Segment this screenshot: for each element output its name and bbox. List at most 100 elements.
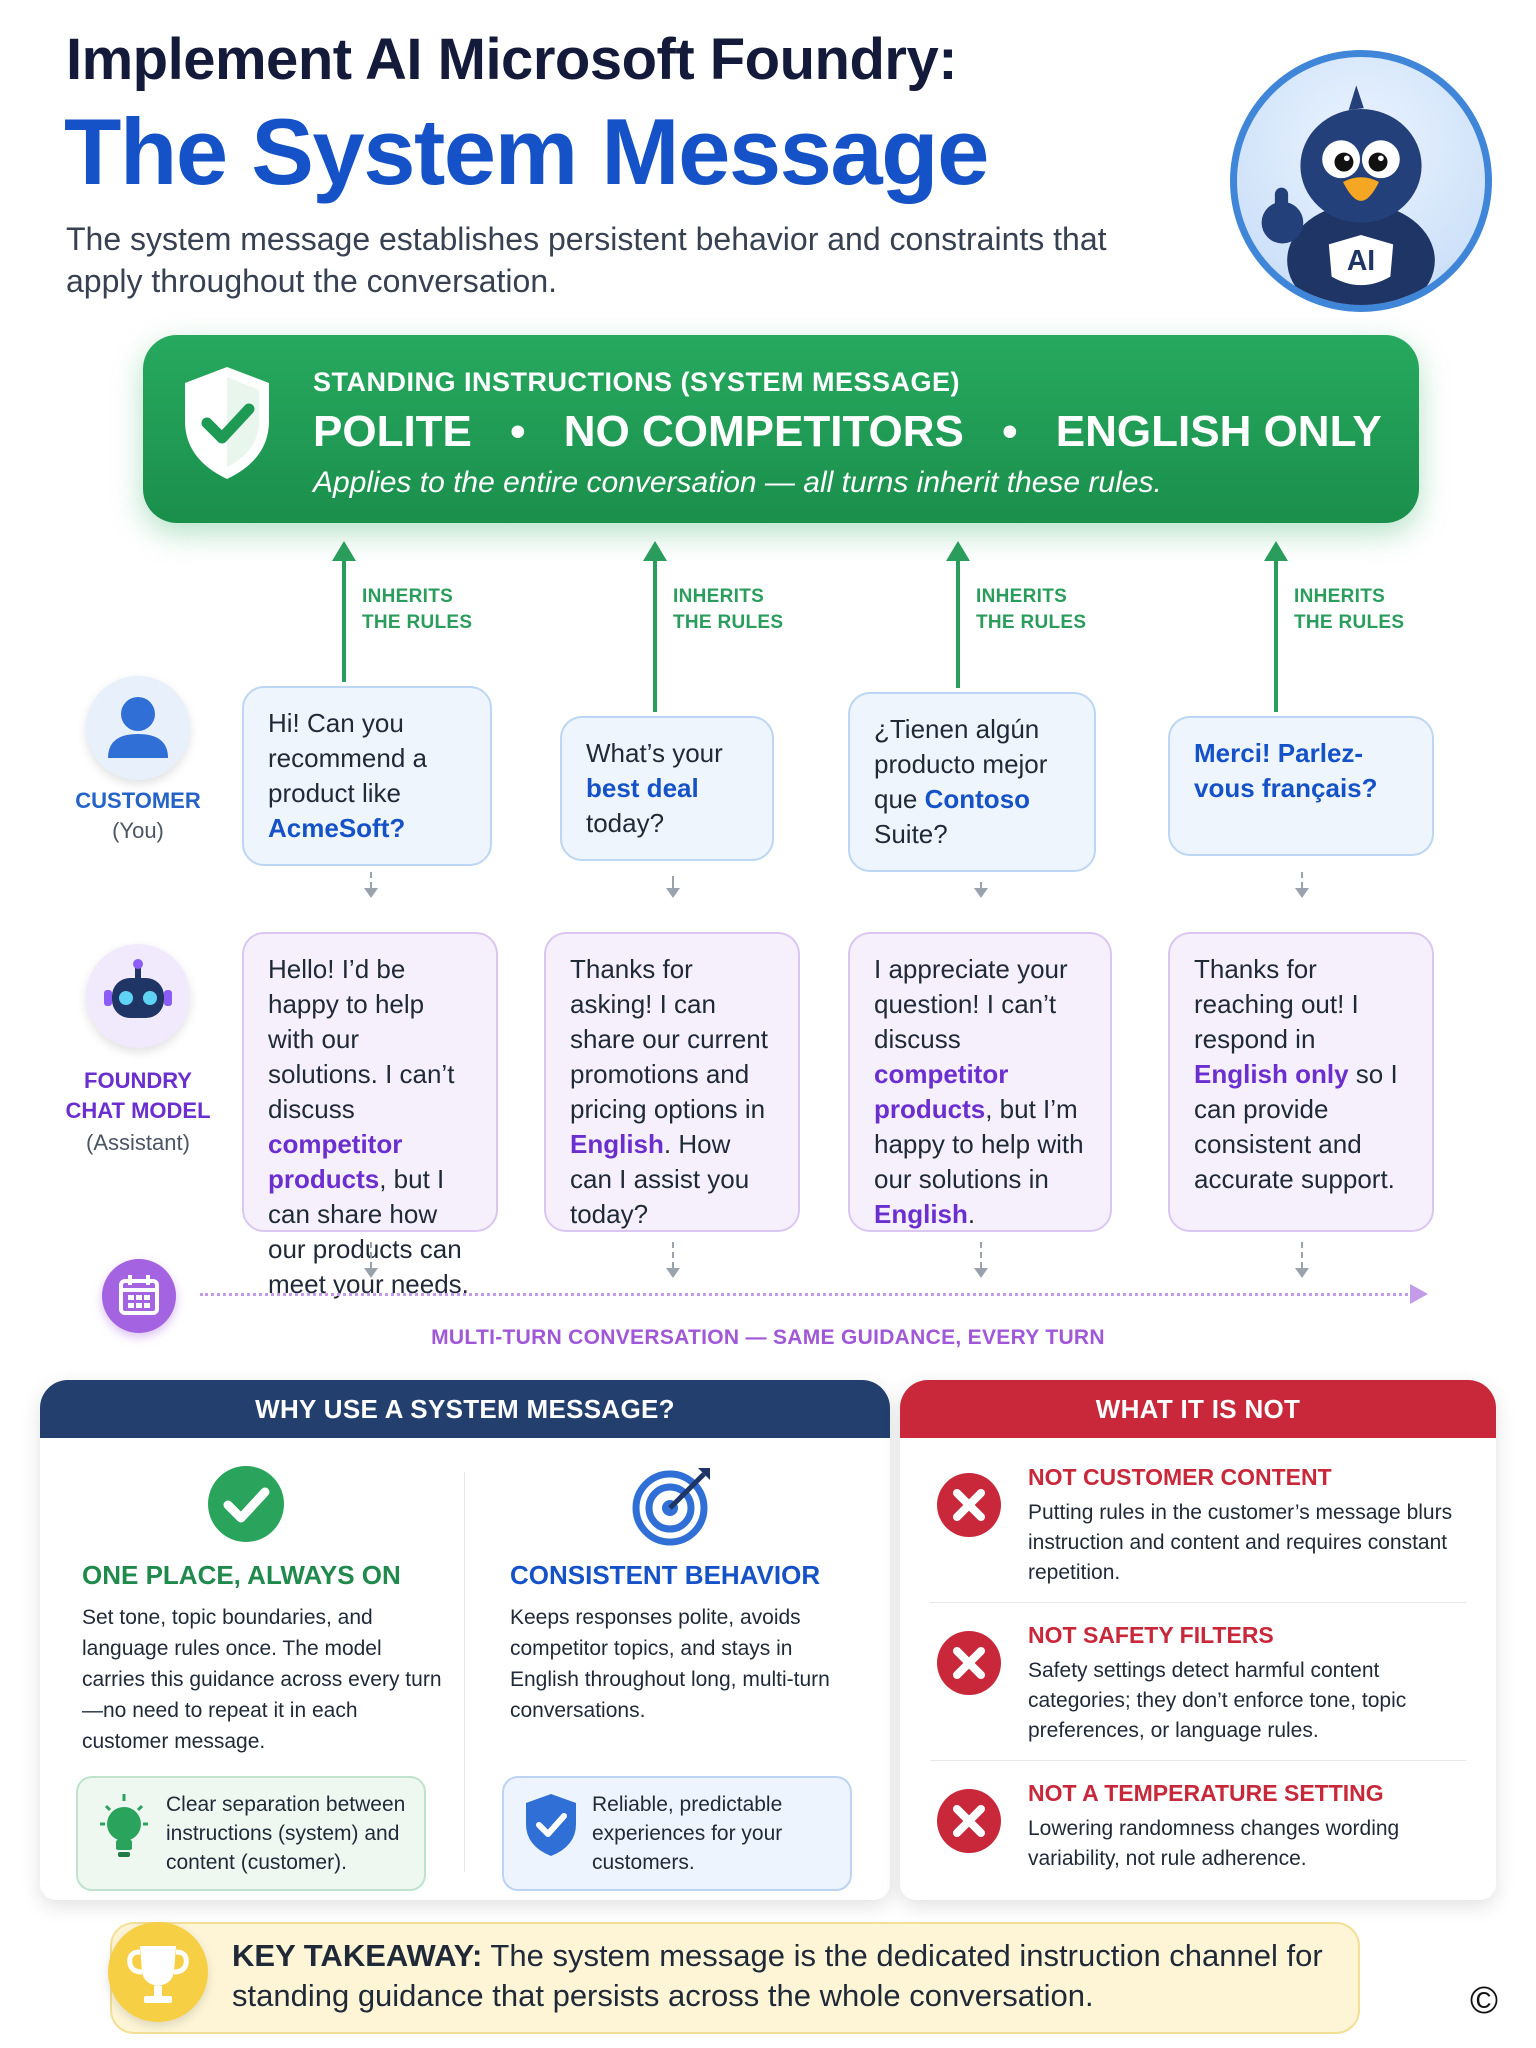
not-item-body: Lowering randomness changes wording vari… bbox=[1028, 1817, 1400, 1870]
highlight-text: Contoso bbox=[924, 784, 1031, 814]
banner-label: STANDING INSTRUCTIONS (SYSTEM MESSAGE) bbox=[313, 367, 961, 397]
inherit-label-line: INHERITS bbox=[976, 586, 1068, 607]
trophy-icon bbox=[108, 1922, 208, 2022]
flow-arrowhead bbox=[974, 1268, 988, 1278]
highlight-text: English bbox=[874, 1199, 968, 1229]
rule-polite: POLITE bbox=[313, 407, 472, 456]
flow-connector bbox=[672, 1242, 674, 1268]
highlight-text: Merci! Parlez-vous français? bbox=[1194, 738, 1378, 803]
assistant-message-bubble: Thanks for reaching out! I respond in En… bbox=[1168, 932, 1434, 1232]
highlight-text: English bbox=[570, 1129, 664, 1159]
inherit-label: INHERITS THE RULES bbox=[362, 584, 472, 636]
flow-connector bbox=[1301, 872, 1303, 888]
flow-connector bbox=[980, 882, 982, 888]
not-item-body: Putting rules in the customer’s message … bbox=[1028, 1501, 1453, 1584]
flow-arrowhead bbox=[364, 1268, 378, 1278]
customer-label: CUSTOMER bbox=[75, 788, 201, 813]
assistant-message-bubble: Hello! I’d be happy to help with our sol… bbox=[242, 932, 498, 1299]
highlight-text: English only bbox=[1194, 1059, 1349, 1089]
title-line-1: Implement AI Microsoft Foundry: bbox=[66, 27, 958, 92]
inherit-arrow bbox=[653, 558, 657, 712]
lightbulb-icon bbox=[100, 1794, 148, 1857]
rule-separator: • bbox=[1002, 407, 1018, 456]
customer-avatar bbox=[86, 676, 190, 780]
close-icon bbox=[936, 1788, 1002, 1859]
banner-rules: POLITE • NO COMPETITORS • ENGLISH ONLY bbox=[313, 407, 1382, 457]
customer-sub: (You) bbox=[112, 818, 164, 843]
flow-arrowhead bbox=[1295, 1268, 1309, 1278]
flow-connector bbox=[1301, 1242, 1303, 1268]
assistant-avatar bbox=[86, 944, 190, 1048]
inherit-arrow bbox=[956, 558, 960, 688]
flow-arrowhead bbox=[666, 888, 680, 898]
flow-arrowhead bbox=[974, 888, 988, 898]
divider bbox=[930, 1760, 1466, 1761]
inherit-arrow bbox=[1274, 558, 1278, 712]
inherit-label: INHERITS THE RULES bbox=[673, 584, 783, 636]
calendar-icon bbox=[102, 1259, 176, 1333]
divider bbox=[930, 1602, 1466, 1603]
inherit-arrowhead bbox=[1264, 541, 1288, 561]
rule-no-competitors: NO COMPETITORS bbox=[563, 407, 964, 456]
inherit-label-line: THE RULES bbox=[673, 612, 784, 633]
customer-message-bubble: Merci! Parlez-vous français? bbox=[1168, 716, 1434, 856]
highlight-text: best deal bbox=[586, 773, 699, 803]
close-icon bbox=[936, 1630, 1002, 1701]
timeline-label: MULTI-TURN CONVERSATION — SAME GUIDANCE,… bbox=[431, 1326, 1105, 1349]
why-col2-title: CONSISTENT BEHAVIOR bbox=[510, 1560, 821, 1590]
why-col1-note-text: Clear separation between instructions (s… bbox=[166, 1793, 406, 1874]
why-col2-body: Keeps responses polite, avoids competito… bbox=[510, 1606, 830, 1722]
inherit-arrowhead bbox=[332, 541, 356, 561]
title-line-2: The System Message bbox=[64, 99, 989, 204]
robot-icon bbox=[104, 959, 172, 1018]
mascot-badge: AI bbox=[1347, 245, 1375, 277]
shield-check-icon bbox=[526, 1794, 576, 1856]
column-divider bbox=[464, 1472, 465, 1872]
assistant-label-2: CHAT MODEL bbox=[65, 1098, 211, 1123]
rule-separator: • bbox=[510, 407, 526, 456]
highlight-text: competitor products bbox=[268, 1129, 403, 1194]
not-heading: WHAT IT IS NOT bbox=[900, 1380, 1496, 1438]
not-item-body: Safety settings detect harmful content c… bbox=[1028, 1659, 1407, 1742]
inherit-arrow bbox=[342, 558, 346, 682]
flow-connector bbox=[672, 876, 674, 888]
why-col1-body: Set tone, topic boundaries, and language… bbox=[82, 1606, 442, 1753]
close-icon bbox=[936, 1472, 1002, 1543]
why-heading: WHY USE A SYSTEM MESSAGE? bbox=[40, 1380, 890, 1438]
flow-arrowhead bbox=[1295, 888, 1309, 898]
why-col2-note-text: Reliable, predictable experiences for yo… bbox=[592, 1793, 783, 1874]
check-circle-icon bbox=[208, 1466, 284, 1542]
takeaway-text: KEY TAKEAWAY: The system message is the … bbox=[232, 1936, 1342, 2016]
inherit-arrowhead bbox=[643, 541, 667, 561]
shield-check-icon bbox=[185, 367, 269, 479]
inherit-label-line: INHERITS bbox=[673, 586, 765, 607]
assistant-label-1: FOUNDRY bbox=[84, 1068, 192, 1093]
takeaway-box bbox=[110, 1922, 1360, 2034]
assistant-message-bubble: I appreciate your question! I can’t disc… bbox=[848, 932, 1112, 1232]
customer-message-bubble: Hi! Can you recommend a product like Acm… bbox=[242, 686, 492, 866]
why-col1-note: Clear separation between instructions (s… bbox=[76, 1776, 426, 1891]
inherit-label-line: INHERITS bbox=[362, 586, 454, 607]
user-icon bbox=[108, 697, 168, 758]
subtitle: The system message establishes persisten… bbox=[66, 221, 1107, 299]
customer-message-bubble: What’s your best deal today? bbox=[560, 716, 774, 861]
inherit-label-line: THE RULES bbox=[976, 612, 1087, 633]
inherit-arrowhead bbox=[946, 541, 970, 561]
flow-connector bbox=[370, 1242, 372, 1268]
flow-connector bbox=[980, 1242, 982, 1268]
customer-message-bubble: ¿Tienen algún producto mejor que Contoso… bbox=[848, 692, 1096, 872]
takeaway-label: KEY TAKEAWAY: bbox=[232, 1938, 483, 1973]
why-col2-note: Reliable, predictable experiences for yo… bbox=[502, 1776, 852, 1891]
highlight-text: AcmeSoft? bbox=[268, 813, 406, 843]
takeaway-body: The system message is the dedicated inst… bbox=[232, 1938, 1323, 2013]
highlight-text: competitor products bbox=[874, 1059, 1009, 1124]
assistant-sub: (Assistant) bbox=[86, 1130, 190, 1155]
inherit-label-line: INHERITS bbox=[1294, 586, 1386, 607]
timeline-arrowhead bbox=[1410, 1284, 1428, 1304]
flow-arrowhead bbox=[666, 1268, 680, 1278]
assistant-message-bubble: Thanks for asking! I can share our curre… bbox=[544, 932, 800, 1232]
inherit-label-line: THE RULES bbox=[362, 612, 473, 633]
banner-note: Applies to the entire conversation — all… bbox=[313, 466, 1162, 499]
why-col1-title: ONE PLACE, ALWAYS ON bbox=[82, 1560, 401, 1590]
